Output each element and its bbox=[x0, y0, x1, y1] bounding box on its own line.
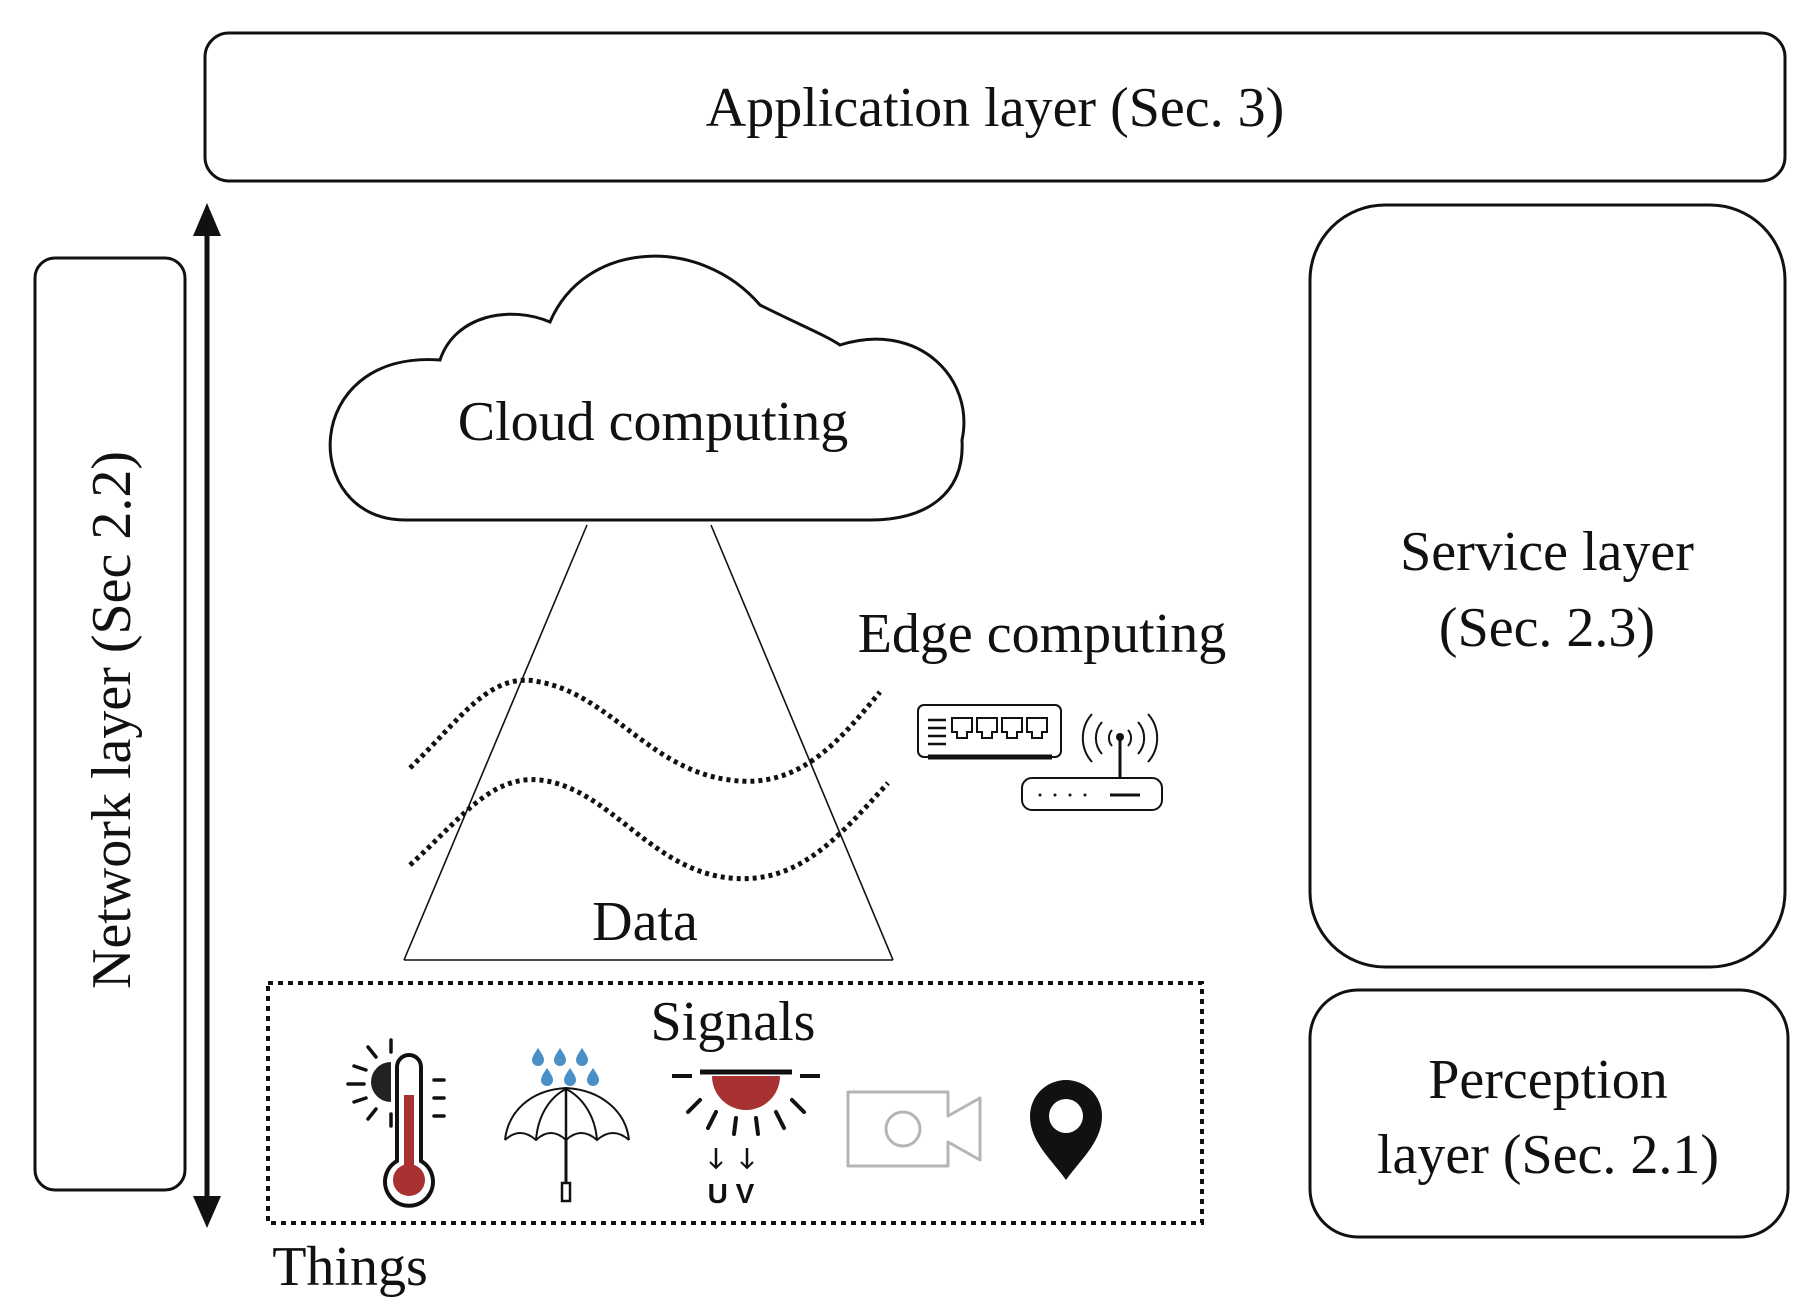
cloud-computing-label: Cloud computing bbox=[458, 391, 848, 453]
things-box bbox=[266, 981, 1204, 1225]
things-label: Things bbox=[272, 1236, 428, 1298]
location-pin-icon bbox=[1030, 1080, 1102, 1180]
perception-layer-label-line2: layer (Sec. 2.1) bbox=[1377, 1124, 1719, 1186]
uv-lamp-icon: U V bbox=[672, 1069, 820, 1209]
perception-layer-label-line1: Perception bbox=[1428, 1049, 1667, 1111]
service-layer-box bbox=[1308, 203, 1787, 969]
data-cone bbox=[403, 524, 894, 961]
cloud-shape bbox=[328, 254, 966, 522]
data-label: Data bbox=[592, 891, 698, 953]
network-switch-icon bbox=[917, 704, 1062, 760]
edge-computing-label: Edge computing bbox=[858, 603, 1227, 665]
signals-label: Signals bbox=[651, 991, 816, 1053]
thermometer-sun-icon bbox=[346, 1038, 446, 1208]
video-camera-icon bbox=[846, 1090, 982, 1168]
umbrella-rain-icon bbox=[504, 1048, 630, 1203]
service-layer-label-line1: Service layer bbox=[1400, 521, 1694, 583]
application-layer-box bbox=[203, 31, 1787, 183]
signal-wave-lower bbox=[408, 777, 890, 882]
service-layer-label-line2: (Sec. 2.3) bbox=[1439, 597, 1655, 659]
network-layer-box bbox=[33, 256, 187, 1192]
uv-label: U V bbox=[708, 1178, 755, 1209]
network-layer-label: Network layer (Sec 2.2) bbox=[81, 451, 143, 989]
wifi-router-icon bbox=[1021, 713, 1163, 811]
application-layer-label: Application layer (Sec. 3) bbox=[706, 77, 1284, 139]
perception-layer-box bbox=[1308, 988, 1790, 1239]
signal-wave-upper bbox=[408, 677, 882, 784]
vertical-double-arrow bbox=[193, 203, 221, 1228]
